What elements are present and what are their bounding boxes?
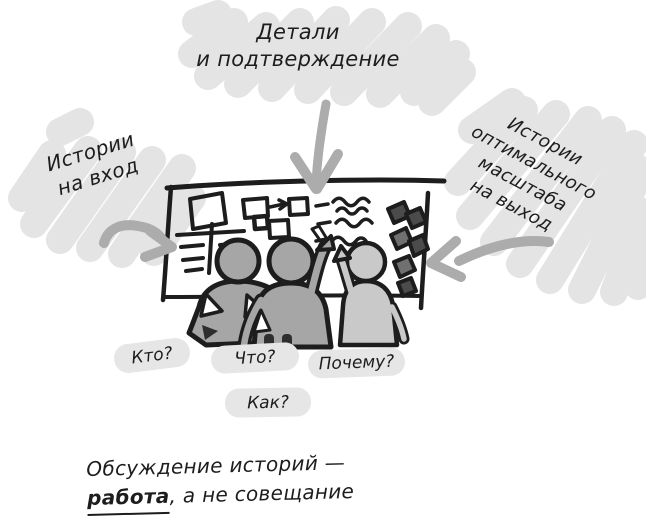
question-pill-how: Как? [224,387,312,418]
caption-text: Обсуждение историй — работа, а не совеща… [86,448,355,516]
label-details-line2: и подтверждение [196,47,400,71]
sticky-notes-cluster [386,200,430,298]
whiteboard-flow-sketch [241,196,310,240]
caption-line2-rest: , а не совещание [169,478,355,508]
whiteboard-sticky-outline [188,191,228,231]
person-right-figure [332,240,410,348]
label-details-top: Детали и подтверждение [188,19,408,73]
arrow-down-icon [290,99,343,194]
arrow-out-icon [426,236,554,282]
cloud-left-scribble [8,108,206,268]
arrow-in-icon [99,220,177,262]
question-what-text: Что? [234,346,276,370]
question-pill-why: Почему? [307,347,406,379]
label-details-line1: Детали [256,20,340,44]
whiteboard-squiggle-list [314,196,374,247]
cloud-top-scribble [178,0,476,116]
caption-emphasis: работа [86,481,170,516]
question-pill-what: Что? [210,341,300,375]
question-who-text: Кто? [130,343,174,368]
marker-pen-icon [310,224,329,245]
question-how-text: Как? [246,392,290,413]
person-middle-figure [237,224,336,352]
question-why-text: Почему? [318,351,395,375]
